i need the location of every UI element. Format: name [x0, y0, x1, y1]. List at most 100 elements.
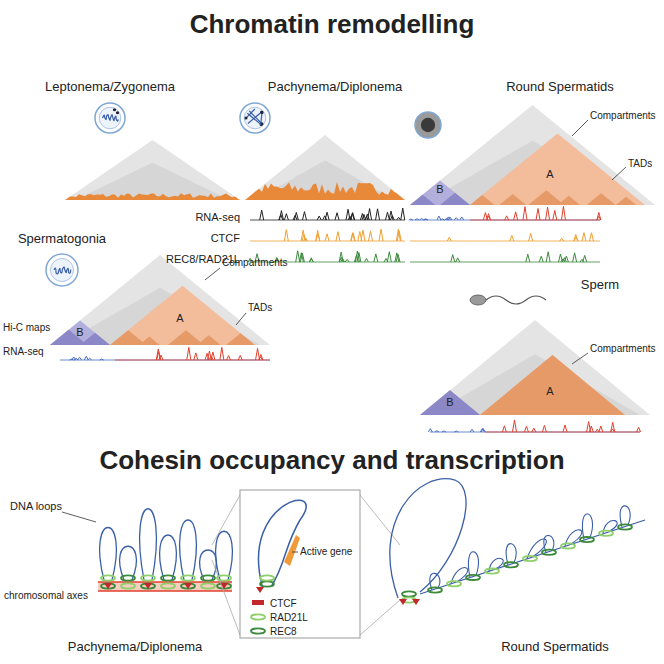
signal-peak: [335, 213, 339, 220]
sperm-head: [470, 295, 486, 305]
cell-icon: [95, 103, 125, 133]
figure-label: Leptonema/Zygonema: [45, 80, 175, 95]
signal-peak: [260, 210, 264, 220]
ctcf-mark: [399, 599, 407, 605]
cell-membrane: [415, 112, 441, 138]
signal-peak: [502, 426, 506, 432]
signal-peak: [454, 431, 458, 433]
leader-line: [612, 167, 626, 180]
signal-peak: [194, 353, 198, 360]
figure-label: A: [546, 168, 553, 181]
compartment-triangle: [420, 390, 480, 415]
signal-peak: [539, 256, 543, 262]
tad-triangle: [587, 193, 616, 205]
sperm-icon: [470, 295, 546, 305]
figure-label: Sperm: [581, 278, 619, 293]
hic-triangle: [65, 140, 240, 200]
figure-label: Hi-C maps: [3, 322, 50, 334]
figure-label: B: [446, 396, 453, 409]
legend-text: REC8: [270, 626, 297, 637]
dna-loop: [390, 479, 466, 598]
cohesin-ring: [121, 583, 135, 588]
cell-membrane: [46, 254, 78, 286]
signal-peak: [360, 214, 364, 220]
hic-map: [50, 255, 270, 345]
track-baseline: [410, 241, 600, 242]
figure-title: Chromatin remodelling: [190, 10, 475, 40]
signal-peak: [357, 253, 361, 262]
legend-text: CTCF: [270, 598, 297, 609]
signal-peak: [524, 426, 528, 432]
compartment-triangle: [50, 320, 110, 345]
figure-label: CTCF: [211, 232, 240, 245]
tad-triangle: [499, 194, 526, 205]
cohesin-ring: [523, 556, 537, 561]
pachynema-loops: [98, 509, 232, 591]
cell-nucleus: [421, 118, 435, 132]
cell-nucleus: [244, 107, 266, 129]
cohesin-ring: [542, 550, 556, 555]
track-baseline: [485, 432, 640, 433]
signal-peak: [336, 232, 340, 241]
sperm-tail: [486, 296, 546, 304]
signal-peak: [325, 234, 329, 241]
figure-label: Round Spermatids: [506, 80, 614, 95]
hic-triangle: [50, 255, 270, 345]
signal-peak: [505, 216, 509, 220]
signal-track: [410, 233, 600, 241]
signal-peak: [589, 233, 593, 241]
chromatin-fiber: [420, 520, 645, 594]
signal-peak: [442, 431, 446, 432]
signal-peak: [156, 349, 160, 360]
signal-peak: [365, 214, 369, 220]
legend-swatch: [251, 628, 265, 633]
tad-triangle: [168, 330, 204, 345]
cohesin-ring: [161, 583, 175, 588]
signal-peak: [481, 428, 485, 432]
signal-peak: [599, 426, 603, 432]
signal-track: [410, 252, 600, 262]
cohesin-ring: [428, 587, 442, 592]
signal-peak: [574, 234, 578, 241]
tad-triangle: [420, 390, 480, 415]
cohesin-ring: [260, 581, 274, 586]
signal-peak: [437, 216, 441, 220]
cell-icon: [240, 103, 270, 133]
signal-peak: [301, 230, 305, 241]
figure-label: RNA-seq: [3, 346, 44, 358]
contact-band: [65, 193, 240, 200]
signal-peak: [560, 238, 564, 241]
signal-peak: [564, 256, 568, 262]
dna-loop: [180, 520, 197, 580]
signal-peak: [401, 208, 405, 220]
figure-label: Round Spermatids: [501, 640, 609, 655]
cohesin-ring: [618, 524, 632, 529]
dna-loop: [140, 509, 157, 580]
signal-peak: [299, 253, 303, 262]
dna-loop: [160, 535, 177, 580]
signal-peak: [587, 422, 591, 432]
telomere-dot: [261, 111, 264, 114]
cell-nucleus: [50, 258, 73, 281]
signal-peak: [480, 429, 484, 432]
tad-triangle: [80, 333, 110, 345]
figure-label: Compartments: [222, 257, 288, 269]
compartment-triangle: [480, 355, 625, 415]
signal-peak: [536, 209, 540, 220]
signal-peak: [389, 211, 393, 220]
signal-peak: [284, 214, 288, 220]
signal-peak: [364, 258, 368, 262]
signal-peak: [88, 358, 92, 360]
signal-peak: [358, 232, 362, 241]
tad-triangle: [226, 333, 255, 345]
inset-frame: [240, 490, 360, 638]
signal-peak: [396, 254, 400, 262]
leader-line: [62, 512, 96, 522]
legend: [251, 600, 265, 634]
dna-loop: [100, 528, 117, 581]
cohesin-ring: [580, 537, 594, 542]
hic-map: [420, 320, 650, 415]
signal-peak: [207, 351, 211, 360]
ctcf-mark: [256, 587, 264, 593]
